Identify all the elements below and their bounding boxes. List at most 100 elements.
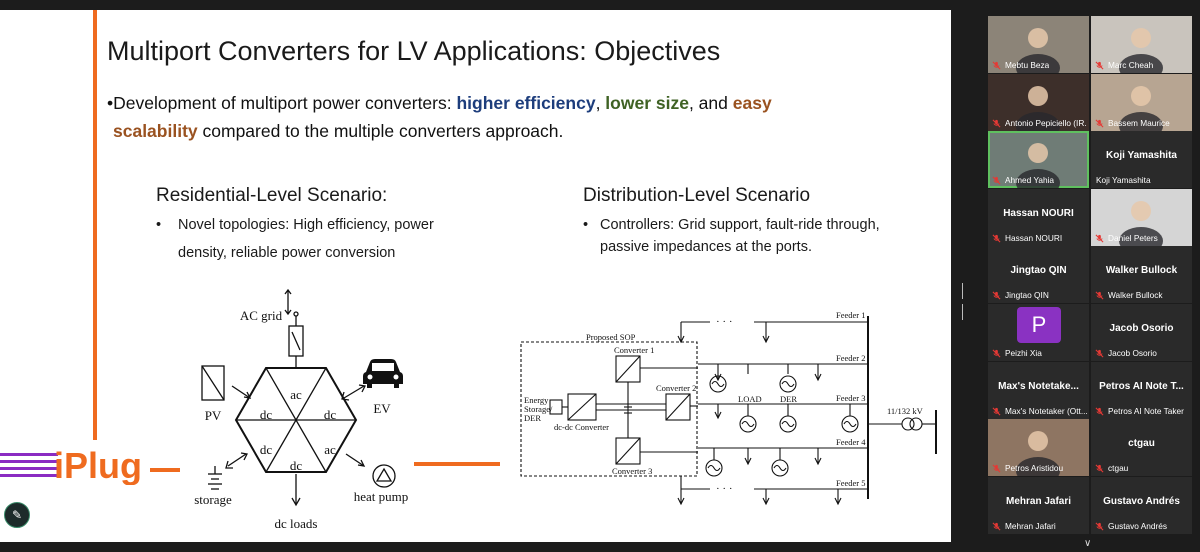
dcdc-converter-slash bbox=[567, 393, 597, 421]
participant-name-label: Antonio Pepiciello (IR... bbox=[1005, 117, 1087, 128]
highlight-scalability: scalability bbox=[113, 121, 198, 141]
participant-display-name: Mehran Jafari bbox=[1005, 495, 1072, 507]
participant-avatar: P bbox=[1017, 307, 1061, 343]
heat-pump-triangle bbox=[375, 467, 393, 482]
source-symbol bbox=[771, 459, 789, 477]
muted-mic-icon bbox=[992, 234, 1001, 243]
participant-tile[interactable]: Petros Aristidou bbox=[988, 419, 1089, 477]
participant-name-label: Hassan NOURI bbox=[1005, 232, 1063, 243]
source-symbol bbox=[739, 415, 757, 433]
highlight-efficiency: higher efficiency bbox=[456, 93, 596, 113]
participant-name-label: Ahmed Yahia bbox=[1005, 175, 1055, 186]
participant-tile[interactable]: P Peizhi Xia bbox=[988, 304, 1089, 361]
dc-loads-arrowhead bbox=[291, 497, 301, 507]
participant-tile[interactable]: ctgau ctgau bbox=[1091, 419, 1192, 477]
feeder-5-label: Feeder 5 bbox=[836, 478, 866, 488]
panel-resize-handle[interactable] bbox=[962, 283, 966, 320]
hex-segment-upper-left: dc bbox=[260, 407, 273, 422]
participant-name-label: Max's Notetaker (Ott... bbox=[1005, 405, 1087, 416]
slide-title: Multiport Converters for LV Applications… bbox=[107, 36, 721, 66]
video-feed-person bbox=[1119, 200, 1163, 246]
converter-1-slash bbox=[615, 355, 641, 383]
participant-name-label: ctgau bbox=[1108, 463, 1129, 474]
feeder-drop-arrow bbox=[677, 497, 685, 506]
participant-tile[interactable]: Bassem Maurice bbox=[1091, 73, 1192, 131]
der-label: DER bbox=[780, 394, 797, 404]
transformer-coil bbox=[909, 417, 923, 431]
annotate-pen-button[interactable]: ✎ bbox=[4, 502, 30, 528]
participant-name-label: Petros AI Note Taker bbox=[1108, 405, 1184, 416]
dcdc-label: dc-dc Converter bbox=[554, 422, 609, 432]
pv-label: PV bbox=[205, 408, 222, 423]
video-feed-person bbox=[1016, 431, 1060, 477]
bullet-line-1: •Development of multiport power converte… bbox=[107, 93, 772, 114]
participant-name-label: Gustavo Andrés bbox=[1108, 520, 1168, 531]
bullet-prefix: •Development of multiport power converte… bbox=[107, 93, 457, 113]
accent-vertical-line bbox=[93, 10, 97, 440]
participant-tile[interactable]: Max's Notetake...Max's Notetaker (Ott... bbox=[988, 361, 1089, 419]
logo-stripe bbox=[0, 474, 58, 477]
muted-mic-icon bbox=[992, 407, 1001, 416]
feeder-3-label: Feeder 3 bbox=[836, 393, 866, 403]
participant-tile[interactable]: Mebtu Beza bbox=[988, 16, 1089, 73]
pv-arrow bbox=[231, 385, 251, 399]
sine-wave bbox=[781, 380, 795, 388]
participant-tile[interactable]: Antonio Pepiciello (IR... bbox=[988, 73, 1089, 131]
video-feed-person bbox=[1016, 143, 1060, 189]
participant-tile[interactable]: Marc Cheah bbox=[1091, 16, 1192, 73]
hex-segment-upper-right: dc bbox=[324, 407, 337, 422]
storage-label: storage bbox=[194, 492, 232, 507]
muted-mic-icon bbox=[1095, 291, 1104, 300]
participant-name-label: Walker Bullock bbox=[1108, 290, 1163, 301]
participant-name-label: Jingtao QIN bbox=[1005, 290, 1049, 301]
muted-mic-icon bbox=[1095, 522, 1104, 531]
accent-horizontal-line bbox=[414, 462, 500, 466]
participant-display-name: Gustavo Andrés bbox=[1103, 495, 1180, 507]
participant-tile[interactable]: Ahmed Yahia bbox=[988, 131, 1089, 189]
hexagon-multiport-diagram: ac dc dc dc ac dc AC grid PV EV storage … bbox=[194, 288, 408, 531]
transformer-coil bbox=[901, 417, 915, 431]
converter-2-box bbox=[665, 393, 691, 421]
participant-name-label: Peizhi Xia bbox=[1005, 348, 1042, 358]
feeder-drop-arrow bbox=[762, 497, 770, 506]
participant-display-name: Walker Bullock bbox=[1105, 265, 1178, 277]
participant-name-label: Daniel Peters bbox=[1108, 232, 1158, 243]
feeder-2-label: Feeder 2 bbox=[836, 353, 866, 363]
logo-stripe bbox=[0, 467, 58, 470]
distribution-heading: Distribution-Level Scenario bbox=[583, 185, 811, 206]
distribution-item-line1: Controllers: Grid support, fault-ride th… bbox=[600, 217, 880, 233]
participant-tile[interactable]: Petros AI Note T...Petros AI Note Taker bbox=[1091, 361, 1192, 419]
ev-arrowhead bbox=[341, 391, 350, 401]
participant-display-name: ctgau bbox=[1128, 438, 1155, 450]
participant-name-label: Koji Yamashita bbox=[1096, 175, 1151, 186]
sine-wave bbox=[843, 420, 857, 428]
source-symbol bbox=[709, 375, 727, 393]
muted-mic-icon bbox=[1095, 464, 1104, 473]
sine-wave bbox=[711, 380, 725, 388]
chevron-down-icon[interactable]: ∨ bbox=[1084, 538, 1092, 549]
dc-loads-label: dc loads bbox=[275, 516, 318, 531]
bullet-sep-2: , and bbox=[688, 93, 733, 113]
ac-grid-arrowhead bbox=[284, 288, 292, 295]
storage-arrowhead bbox=[240, 452, 248, 461]
hex-segment-bottom: dc bbox=[290, 458, 303, 473]
ac-grid-label: AC grid bbox=[240, 308, 283, 323]
muted-mic-icon bbox=[992, 522, 1001, 531]
muted-mic-icon bbox=[1095, 119, 1104, 128]
source-symbol bbox=[779, 375, 797, 393]
iplug-logo: iPlug bbox=[0, 445, 180, 485]
heat-pump-circle bbox=[372, 464, 396, 488]
feeder-drop-arrow bbox=[834, 497, 842, 506]
ac-grid-switch bbox=[291, 331, 301, 351]
muted-mic-icon bbox=[1095, 61, 1104, 70]
feeder-4-label: Feeder 4 bbox=[836, 437, 866, 447]
highlight-size: lower size bbox=[605, 93, 689, 113]
participant-tile[interactable]: Daniel Peters bbox=[1091, 188, 1192, 246]
